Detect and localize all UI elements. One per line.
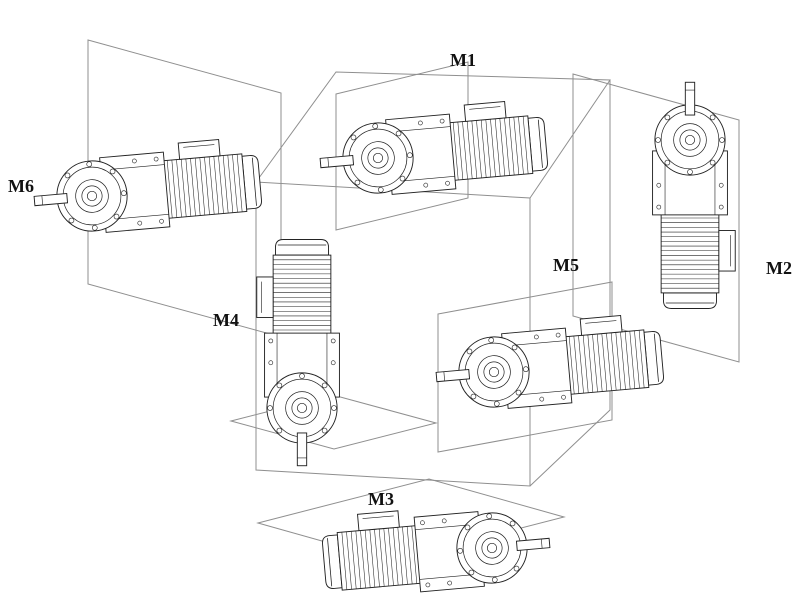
label-m3: M3 — [368, 489, 394, 509]
gearmotor-m3 — [319, 497, 554, 601]
gearmotor-m1 — [316, 97, 550, 201]
mounting-plane-m2 — [572, 73, 740, 363]
label-m6: M6 — [8, 176, 34, 196]
label-m4: M4 — [213, 310, 239, 330]
label-m2: M2 — [766, 258, 792, 278]
mounting-plane-m5 — [437, 281, 613, 453]
gearmotor-m6 — [30, 135, 264, 239]
reference-cube — [255, 71, 611, 487]
gearmotor-m5 — [432, 311, 666, 415]
mounting-plane-m1 — [335, 61, 469, 231]
gearmotor-m2 — [652, 81, 736, 309]
label-m1: M1 — [450, 50, 476, 70]
label-m5: M5 — [553, 255, 579, 275]
